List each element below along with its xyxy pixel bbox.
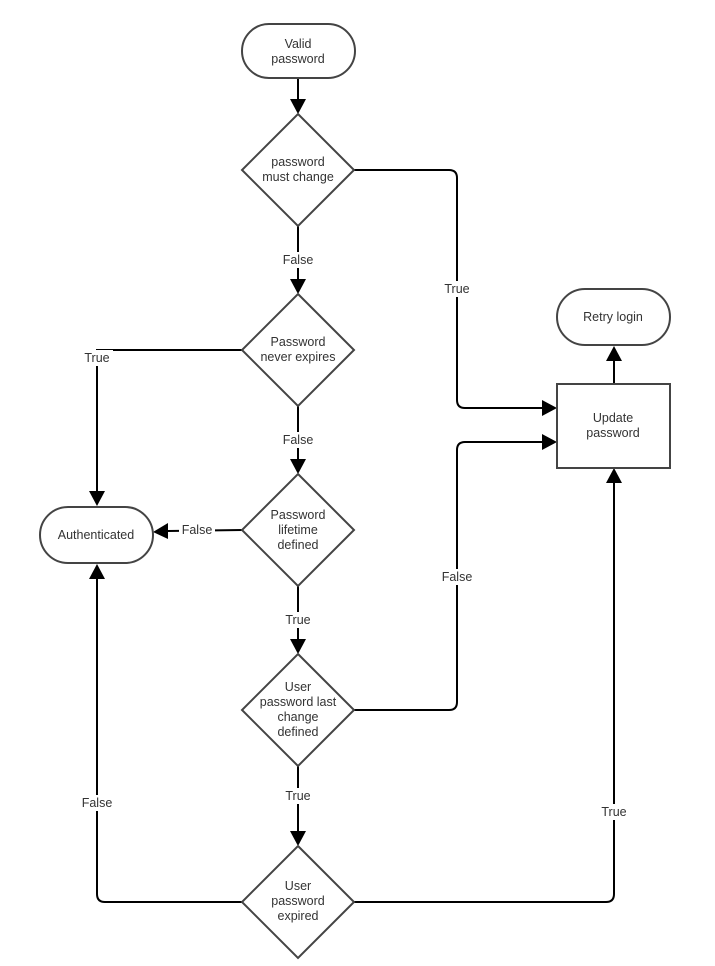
node-password-never-expires: Password never expires bbox=[240, 292, 356, 408]
edge-label: True bbox=[84, 351, 109, 365]
edge-label: True bbox=[285, 613, 310, 627]
arrowhead bbox=[606, 346, 622, 361]
node-label: Authenticated bbox=[58, 528, 134, 542]
arrowhead bbox=[290, 831, 306, 846]
node-label: never expires bbox=[260, 350, 335, 364]
edge-label: False bbox=[442, 570, 473, 584]
node-valid-password: Valid password bbox=[241, 23, 356, 79]
edge-label: False bbox=[283, 433, 314, 447]
node-label: defined bbox=[277, 538, 318, 552]
node-label: password bbox=[271, 52, 325, 66]
arrowhead bbox=[290, 639, 306, 654]
node-authenticated: Authenticated bbox=[39, 506, 154, 564]
edge-label: False bbox=[82, 796, 113, 810]
arrowhead bbox=[290, 459, 306, 474]
node-label: Valid bbox=[285, 37, 312, 51]
node-label: User bbox=[285, 680, 311, 694]
node-label: change bbox=[277, 710, 318, 724]
arrowhead bbox=[89, 564, 105, 579]
arrowhead bbox=[542, 434, 557, 450]
node-label: Password bbox=[271, 508, 326, 522]
node-password-must-change: password must change bbox=[240, 112, 356, 228]
node-label: password last bbox=[260, 695, 337, 709]
edge-labels: False True True False False True False T… bbox=[79, 252, 630, 820]
arrowhead bbox=[290, 99, 306, 114]
node-user-password-expired: User password expired bbox=[240, 844, 356, 960]
node-password-lifetime-defined: Password lifetime defined bbox=[240, 472, 356, 588]
edge-label: True bbox=[285, 789, 310, 803]
node-label: lifetime bbox=[278, 523, 318, 537]
node-label: defined bbox=[277, 725, 318, 739]
edge-never-expires-true bbox=[96, 349, 242, 492]
node-label: password bbox=[271, 894, 325, 908]
node-user-password-last-change-defined: User password last change defined bbox=[240, 652, 356, 768]
node-label: Update bbox=[593, 411, 633, 425]
node-label: password bbox=[271, 155, 325, 169]
edge-label: False bbox=[283, 253, 314, 267]
node-label: User bbox=[285, 879, 311, 893]
arrowhead bbox=[89, 491, 105, 506]
node-label: Retry login bbox=[583, 310, 643, 324]
edge-label: False bbox=[182, 523, 213, 537]
arrowhead bbox=[606, 468, 622, 483]
arrowhead bbox=[542, 400, 557, 416]
node-label: password bbox=[586, 426, 640, 440]
edge-expired-true bbox=[354, 482, 615, 903]
arrowhead bbox=[290, 279, 306, 294]
node-retry-login: Retry login bbox=[556, 288, 671, 346]
edge-expired-false bbox=[96, 578, 242, 903]
edge-label: True bbox=[444, 282, 469, 296]
node-label: expired bbox=[278, 909, 319, 923]
edges bbox=[89, 78, 622, 903]
node-label: Password bbox=[271, 335, 326, 349]
node-label: must change bbox=[262, 170, 334, 184]
node-update-password: Update password bbox=[556, 383, 671, 469]
arrowhead bbox=[153, 523, 168, 539]
edge-label: True bbox=[601, 805, 626, 819]
